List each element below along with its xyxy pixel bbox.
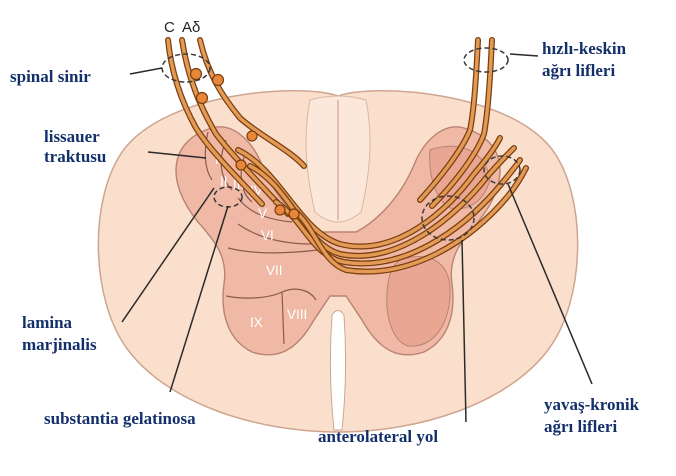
fiber-a-delta-label: Aδ bbox=[182, 19, 200, 36]
anterolateral-tract-label: anterolateral yol bbox=[318, 427, 438, 446]
lamina-neuron bbox=[289, 209, 299, 219]
fast-pain-fibers-ellipse bbox=[464, 48, 508, 72]
lissauer-label-line1: lissauer bbox=[44, 127, 100, 146]
fast-pain-fibers-label-line2: ağrı lifleri bbox=[542, 61, 615, 80]
lamina-neuron bbox=[275, 205, 285, 215]
lamina-neuron bbox=[236, 160, 246, 170]
substantia-gelatinosa-label: substantia gelatinosa bbox=[44, 409, 196, 428]
lamina-marginalis-label-line2: marjinalis bbox=[22, 335, 97, 354]
lamina-label-V: V bbox=[258, 206, 267, 221]
fiber-c-label: C bbox=[164, 19, 175, 36]
dorsal-root-ganglion-cell bbox=[213, 75, 224, 86]
lamina-label-VI: VI bbox=[261, 228, 274, 243]
lamina-neuron bbox=[247, 131, 257, 141]
ventral-median-fissure bbox=[330, 311, 345, 431]
fast-pain-fibers-label-line1: hızlı-keskin bbox=[542, 39, 627, 58]
lamina-marginalis-label-line1: lamina bbox=[22, 313, 73, 332]
slow-pain-fibers-label-line1: yavaş-kronik bbox=[544, 395, 640, 414]
lissauer-label-line2: traktusu bbox=[44, 147, 106, 166]
lamina-label-VIII: VIII bbox=[287, 307, 307, 322]
dorsal-root-ganglion-cell bbox=[197, 93, 208, 104]
dorsal-root-ganglion-cell bbox=[191, 69, 202, 80]
spinal-nerve-label: spinal sinir bbox=[10, 67, 91, 86]
slow-pain-fibers-label-line2: ağrı lifleri bbox=[544, 417, 617, 436]
lamina-label-VII: VII bbox=[266, 263, 283, 278]
lamina-label-IX: IX bbox=[250, 315, 263, 330]
